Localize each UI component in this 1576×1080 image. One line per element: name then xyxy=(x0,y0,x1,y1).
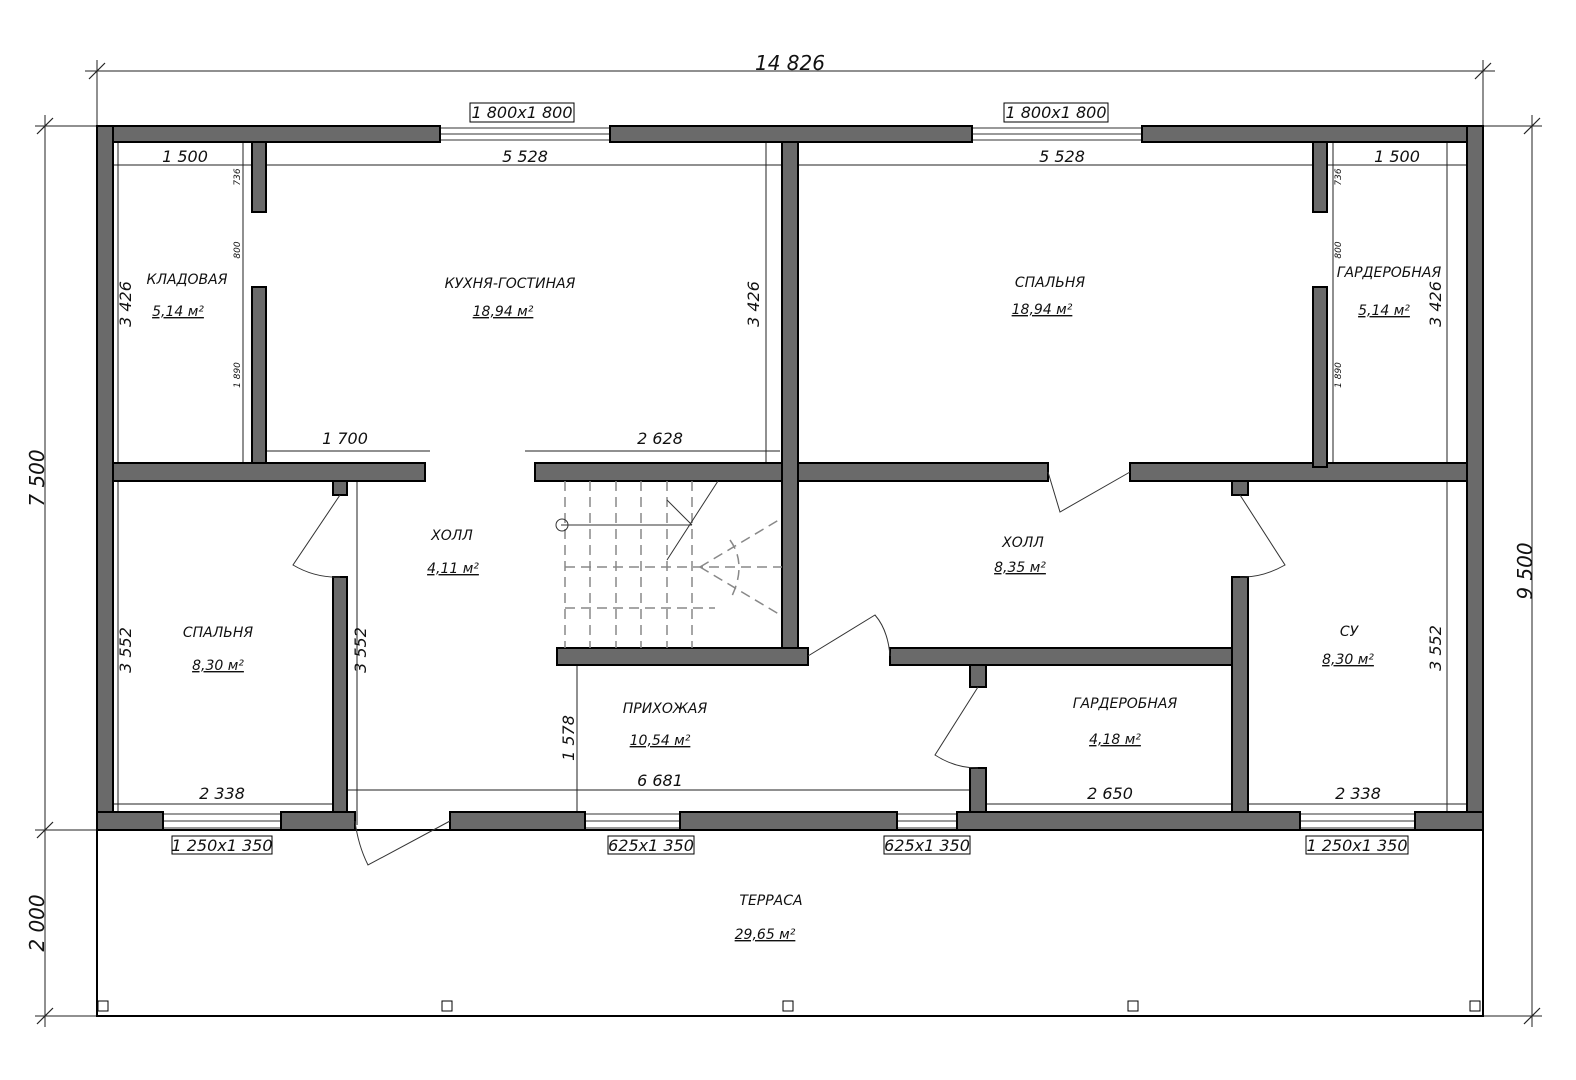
terrace-outline xyxy=(96,829,1484,1017)
room-name: ХОЛЛ xyxy=(1001,535,1044,551)
dimension-label: 6 681 xyxy=(637,771,683,790)
room-name: ХОЛЛ xyxy=(430,528,473,544)
dimension-label: 1 578 xyxy=(559,715,578,761)
dimension-label: 3 552 xyxy=(351,627,370,673)
terrace-posts xyxy=(97,1000,1481,1012)
overall-width-label: 14 826 xyxy=(755,51,825,75)
window-labels: 1 800x1 800 1 800x1 800 1 250x1 350 625x… xyxy=(171,102,1409,855)
room-area: 18,94 м² xyxy=(1012,302,1073,318)
dimension-label: 1 500 xyxy=(162,147,208,166)
room-name: СПАЛЬНЯ xyxy=(1015,275,1086,291)
room-name: СУ xyxy=(1340,624,1360,640)
overall-dimension-labels: 14 826 7 500 2 000 9 500 xyxy=(25,51,1537,952)
room-area: 8,30 м² xyxy=(192,658,244,674)
room-area: 8,30 м² xyxy=(1322,652,1374,668)
dimension-label: 2 338 xyxy=(199,784,245,803)
window-label: 1 800x1 800 xyxy=(471,103,572,122)
dimension-label: 800 xyxy=(233,241,243,258)
window-label: 625x1 350 xyxy=(608,836,694,855)
window-label: 1 250x1 350 xyxy=(171,836,272,855)
dimension-label: 736 xyxy=(1334,168,1344,185)
room-area: 29,65 м² xyxy=(735,927,796,943)
room-area: 10,54 м² xyxy=(630,733,691,749)
room-name: ГАРДЕРОБНАЯ xyxy=(1337,265,1442,281)
dimension-label: 3 426 xyxy=(744,281,763,327)
window-label: 625x1 350 xyxy=(884,836,970,855)
room-area: 4,11 м² xyxy=(427,561,479,577)
room-area: 5,14 м² xyxy=(152,304,204,320)
window-label: 1 250x1 350 xyxy=(1306,836,1407,855)
interior-dimension-labels: 1 500 5 528 5 528 1 500 3 426 3 426 3 42… xyxy=(116,147,1445,803)
dimension-label: 2 650 xyxy=(1087,784,1133,803)
dimension-label: 5 528 xyxy=(1039,147,1085,166)
room-name: СПАЛЬНЯ xyxy=(183,625,254,641)
terrace-depth-label: 2 000 xyxy=(25,894,49,951)
dimension-label: 3 426 xyxy=(1426,281,1445,327)
total-depth-label: 9 500 xyxy=(1513,542,1537,599)
room-name: ПРИХОЖАЯ xyxy=(623,701,708,717)
dimension-label: 1 890 xyxy=(1334,362,1344,388)
room-area: 4,18 м² xyxy=(1089,732,1141,748)
staircase xyxy=(555,480,783,648)
dimension-label: 1 700 xyxy=(322,429,368,448)
room-name: ГАРДЕРОБНАЯ xyxy=(1073,696,1178,712)
room-area: 5,14 м² xyxy=(1358,303,1410,319)
house-height-label: 7 500 xyxy=(25,449,49,506)
room-area: 8,35 м² xyxy=(994,560,1046,576)
room-name: ТЕРРАСА xyxy=(739,893,802,909)
walls xyxy=(96,125,1484,831)
dimension-label: 1 890 xyxy=(233,362,243,388)
dimension-label: 3 552 xyxy=(1426,625,1445,671)
room-area: 18,94 м² xyxy=(473,304,534,320)
dimension-label: 3 552 xyxy=(116,627,135,673)
dimension-label: 3 426 xyxy=(116,281,135,327)
room-name: КУХНЯ-ГОСТИНАЯ xyxy=(445,276,576,292)
doors xyxy=(292,471,1286,866)
dimension-label: 1 500 xyxy=(1374,147,1420,166)
dimension-label: 5 528 xyxy=(502,147,548,166)
room-name: КЛАДОВАЯ xyxy=(147,272,228,288)
window-label: 1 800x1 800 xyxy=(1005,103,1106,122)
dimension-label: 736 xyxy=(233,168,243,185)
dimension-label: 2 338 xyxy=(1335,784,1381,803)
room-labels: КЛАДОВАЯ 5,14 м² КУХНЯ-ГОСТИНАЯ 18,94 м²… xyxy=(147,265,1442,943)
dimension-label: 2 628 xyxy=(637,429,683,448)
dimension-label: 800 xyxy=(1334,241,1344,258)
